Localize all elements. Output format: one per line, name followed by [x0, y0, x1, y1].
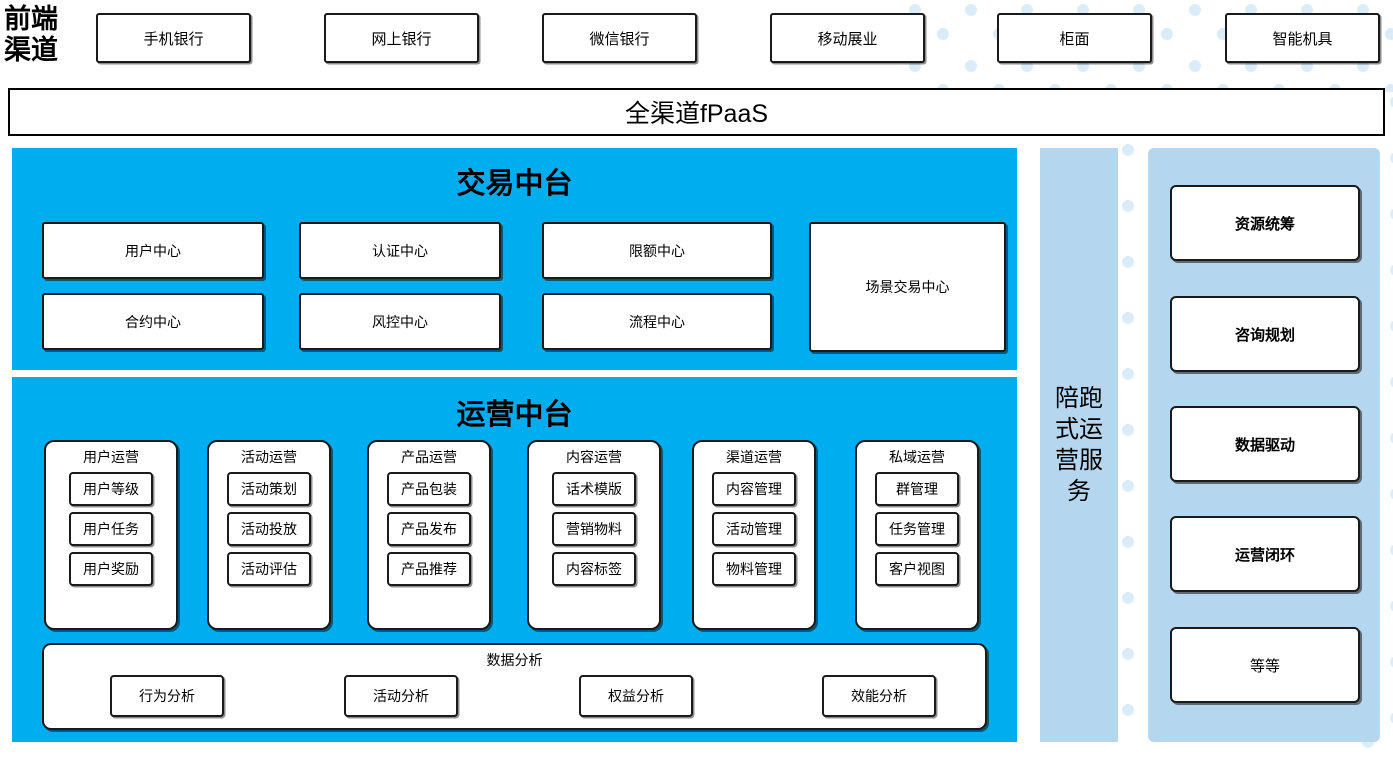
- trade-center-box-1[interactable]: 认证中心: [299, 222, 501, 279]
- polka-dot-pattern-gap: [1118, 140, 1148, 759]
- ops-column-title-3: 内容运营: [566, 449, 622, 465]
- ops-column-5[interactable]: 私域运营群管理任务管理客户视图: [855, 440, 979, 630]
- data-analysis-item-0[interactable]: 行为分析: [110, 675, 224, 717]
- channel-box-5[interactable]: 智能机具: [1225, 13, 1380, 63]
- ops-item-5-2[interactable]: 客户视图: [875, 552, 959, 586]
- trade-center-box-4[interactable]: 合约中心: [42, 293, 264, 350]
- ops-item-1-2[interactable]: 活动评估: [227, 552, 311, 586]
- channel-box-1[interactable]: 网上银行: [324, 13, 479, 63]
- ops-column-title-4: 渠道运营: [726, 449, 782, 465]
- ops-item-0-1[interactable]: 用户任务: [69, 512, 153, 546]
- data-analysis-group: 数据分析 行为分析 活动分析 权益分析 效能分析: [42, 643, 987, 730]
- data-analysis-item-2[interactable]: 权益分析: [579, 675, 693, 717]
- ops-column-1[interactable]: 活动运营活动策划活动投放活动评估: [207, 440, 331, 630]
- ops-item-4-1[interactable]: 活动管理: [712, 512, 796, 546]
- trade-center-panel: 交易中台 用户中心认证中心限额中心场景交易中心合约中心风控中心流程中心: [12, 148, 1017, 370]
- trade-center-box-2[interactable]: 限额中心: [542, 222, 772, 279]
- front-channel-label: 前端 渠道: [4, 4, 88, 66]
- ops-item-2-1[interactable]: 产品发布: [387, 512, 471, 546]
- ops-item-1-1[interactable]: 活动投放: [227, 512, 311, 546]
- trade-center-box-3[interactable]: 场景交易中心: [809, 222, 1006, 352]
- ops-column-title-1: 活动运营: [241, 449, 297, 465]
- capability-card-2[interactable]: 数据驱动: [1170, 406, 1360, 482]
- ops-item-4-2[interactable]: 物料管理: [712, 552, 796, 586]
- trade-center-box-0[interactable]: 用户中心: [42, 222, 264, 279]
- ops-column-0[interactable]: 用户运营用户等级用户任务用户奖励: [44, 440, 178, 630]
- trade-center-box-6[interactable]: 流程中心: [542, 293, 772, 350]
- capability-card-1[interactable]: 咨询规划: [1170, 296, 1360, 372]
- capability-card-4[interactable]: 等等: [1170, 627, 1360, 703]
- ops-item-3-2[interactable]: 内容标签: [552, 552, 636, 586]
- front-channel-label-line2: 渠道: [4, 35, 58, 65]
- front-channel-label-line1: 前端: [4, 4, 58, 34]
- ops-item-5-1[interactable]: 任务管理: [875, 512, 959, 546]
- ops-column-4[interactable]: 渠道运营内容管理活动管理物料管理: [692, 440, 816, 630]
- channel-box-3[interactable]: 移动展业: [770, 13, 925, 63]
- ops-item-4-0[interactable]: 内容管理: [712, 472, 796, 506]
- channel-box-4[interactable]: 柜面: [997, 13, 1152, 63]
- omnichannel-fpaas-bar[interactable]: 全渠道fPaaS: [8, 88, 1385, 136]
- ops-item-1-0[interactable]: 活动策划: [227, 472, 311, 506]
- capability-card-3[interactable]: 运营闭环: [1170, 516, 1360, 592]
- data-analysis-item-1[interactable]: 活动分析: [344, 675, 458, 717]
- ops-item-0-0[interactable]: 用户等级: [69, 472, 153, 506]
- capability-card-0[interactable]: 资源统筹: [1170, 185, 1360, 261]
- ops-column-title-0: 用户运营: [83, 449, 139, 465]
- ops-column-3[interactable]: 内容运营话术模版营销物料内容标签: [527, 440, 661, 630]
- ops-column-title-2: 产品运营: [401, 449, 457, 465]
- trade-center-box-5[interactable]: 风控中心: [299, 293, 501, 350]
- ops-item-2-0[interactable]: 产品包装: [387, 472, 471, 506]
- channel-box-2[interactable]: 微信银行: [542, 13, 697, 63]
- ops-column-title-5: 私域运营: [889, 449, 945, 465]
- capability-panel: 资源统筹咨询规划数据驱动运营闭环等等: [1148, 148, 1380, 742]
- ops-column-2[interactable]: 产品运营产品包装产品发布产品推荐: [367, 440, 491, 630]
- data-analysis-item-3[interactable]: 效能分析: [822, 675, 936, 717]
- ops-item-0-2[interactable]: 用户奖励: [69, 552, 153, 586]
- channel-box-0[interactable]: 手机银行: [96, 13, 251, 63]
- ops-item-3-0[interactable]: 话术模版: [552, 472, 636, 506]
- ops-center-title: 运营中台: [456, 399, 573, 431]
- trade-center-title: 交易中台: [456, 168, 573, 200]
- accompanying-operation-service-strip: 陪跑式运营服务: [1040, 148, 1118, 742]
- data-analysis-title: 数据分析: [486, 652, 543, 668]
- ops-item-3-1[interactable]: 营销物料: [552, 512, 636, 546]
- ops-item-5-0[interactable]: 群管理: [875, 472, 959, 506]
- ops-item-2-2[interactable]: 产品推荐: [387, 552, 471, 586]
- service-strip-label: 陪跑式运营服务: [1055, 385, 1103, 505]
